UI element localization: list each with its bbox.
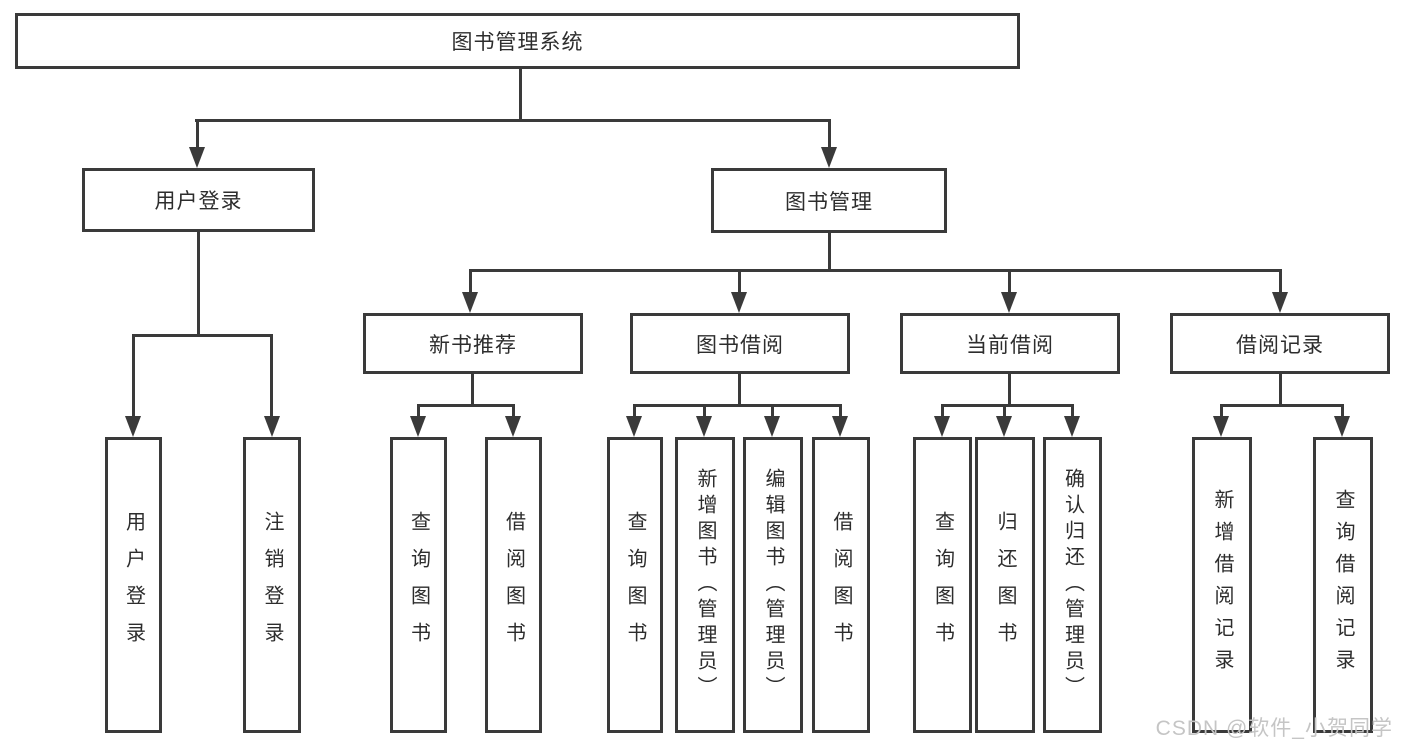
connector-line [633, 404, 841, 407]
leaf-label: 注销登录 [261, 511, 283, 659]
connector-line [417, 404, 515, 407]
leaf-label: 新增借阅记录 [1211, 489, 1233, 681]
arrow-down-icon [125, 416, 141, 437]
connector-line [771, 404, 774, 422]
arrow-down-icon [731, 292, 747, 313]
connector-line [1071, 404, 1074, 422]
arrow-down-icon [696, 416, 712, 437]
leaf-add-borrow-record: 新增借阅记录 [1192, 437, 1252, 733]
connector-line [469, 269, 472, 294]
arrow-down-icon [821, 147, 837, 168]
connector-line [519, 69, 522, 122]
leaf-label: 归还图书 [994, 511, 1016, 659]
leaf-return-books: 归还图书 [975, 437, 1035, 733]
leaf-user-login: 用户登录 [105, 437, 162, 733]
arrow-down-icon [462, 292, 478, 313]
node-label: 新书推荐 [429, 333, 517, 357]
connector-line [1008, 374, 1011, 407]
connector-line [941, 404, 1073, 407]
leaf-edit-books-admin: 编辑图书（管理员） [743, 437, 803, 733]
leaf-label: 查询图书 [931, 511, 954, 659]
connector-line [132, 334, 135, 419]
arrow-down-icon [1334, 416, 1350, 437]
connector-line [471, 374, 474, 407]
connector-line [132, 334, 273, 337]
connector-line [512, 404, 515, 422]
arrow-down-icon [934, 416, 950, 437]
leaf-label: 用户登录 [122, 511, 145, 659]
leaf-logout: 注销登录 [243, 437, 301, 733]
arrow-down-icon [189, 147, 205, 168]
connector-line [195, 119, 831, 122]
leaf-label: 确认归还（管理员） [1061, 468, 1084, 702]
arrow-down-icon [264, 416, 280, 437]
leaf-label: 查询图书 [407, 511, 430, 659]
connector-line [738, 374, 741, 407]
node-root-library-system: 图书管理系统 [15, 13, 1020, 69]
connector-line [1008, 269, 1011, 294]
node-label: 图书管理系统 [451, 31, 584, 54]
connector-line [270, 334, 273, 419]
node-label: 图书借阅 [696, 333, 784, 357]
leaf-label: 借阅图书 [502, 511, 525, 659]
connector-line [1341, 404, 1344, 422]
leaf-query-books-current: 查询图书 [913, 437, 972, 733]
node-label: 图书管理 [785, 190, 873, 214]
leaf-confirm-return-admin: 确认归还（管理员） [1043, 437, 1102, 733]
arrow-down-icon [1272, 292, 1288, 313]
arrow-down-icon [1213, 416, 1229, 437]
node-label: 用户登录 [154, 190, 243, 213]
node-label: 当前借阅 [966, 333, 1054, 357]
leaf-label: 编辑图书（管理员） [762, 468, 784, 702]
connector-line [1003, 404, 1006, 422]
node-new-book-recommend: 新书推荐 [363, 313, 583, 374]
connector-line [828, 119, 831, 157]
leaf-add-books-admin: 新增图书（管理员） [675, 437, 735, 733]
arrow-down-icon [1064, 416, 1080, 437]
connector-line [839, 404, 842, 422]
leaf-query-books-borrow: 查询图书 [607, 437, 663, 733]
leaf-label: 借阅图书 [830, 511, 852, 659]
node-user-login: 用户登录 [82, 168, 315, 232]
arrow-down-icon [996, 416, 1012, 437]
connector-line [1279, 374, 1282, 407]
node-borrow-records: 借阅记录 [1170, 313, 1390, 374]
connector-line [1220, 404, 1223, 422]
connector-line [1220, 404, 1343, 407]
connector-line [703, 404, 706, 422]
leaf-borrow-books-recommend: 借阅图书 [485, 437, 542, 733]
leaf-borrow-books: 借阅图书 [812, 437, 870, 733]
connector-line [197, 232, 200, 337]
node-book-borrow: 图书借阅 [630, 313, 850, 374]
connector-line [828, 233, 831, 272]
leaf-query-borrow-record: 查询借阅记录 [1313, 437, 1373, 733]
arrow-down-icon [1001, 292, 1017, 313]
arrow-down-icon [764, 416, 780, 437]
node-current-borrow: 当前借阅 [900, 313, 1120, 374]
arrow-down-icon [410, 416, 426, 437]
arrow-down-icon [832, 416, 848, 437]
connector-line [1279, 269, 1282, 294]
connector-line [738, 269, 741, 294]
node-book-management: 图书管理 [711, 168, 947, 233]
leaf-label: 查询借阅记录 [1332, 489, 1354, 681]
arrow-down-icon [505, 416, 521, 437]
connector-line [941, 404, 944, 422]
leaf-query-books-recommend: 查询图书 [390, 437, 447, 733]
connector-line [417, 404, 420, 422]
connector-line [196, 119, 199, 157]
leaf-label: 新增图书（管理员） [694, 468, 716, 702]
leaf-label: 查询图书 [624, 511, 646, 659]
arrow-down-icon [626, 416, 642, 437]
connector-line [633, 404, 636, 422]
node-label: 借阅记录 [1236, 333, 1324, 357]
connector-line [469, 269, 1282, 272]
csdn-watermark: CSDN @软件_小贺同学 [1155, 717, 1393, 740]
